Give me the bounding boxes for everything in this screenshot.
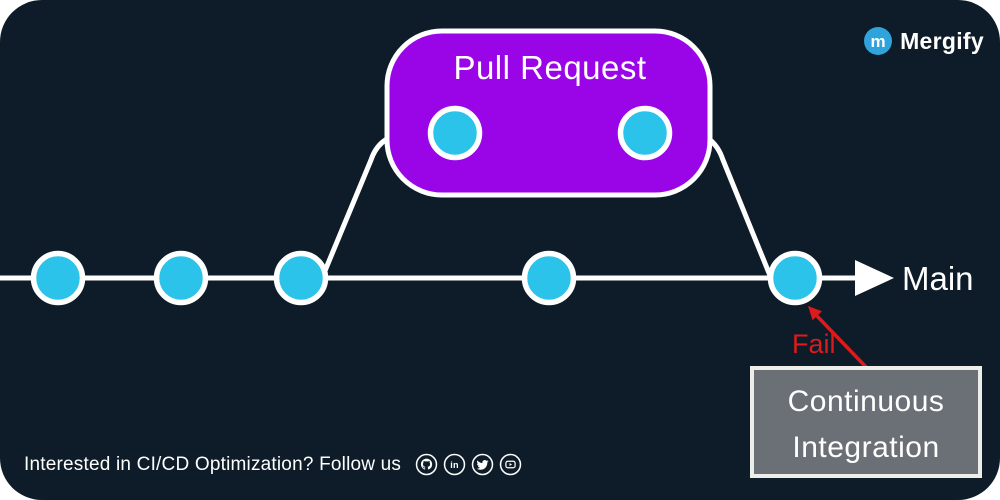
brand-name: Mergify [900,27,984,54]
fail-label: Fail [792,329,836,359]
commit-node-pr-1 [427,105,483,161]
commit-node-main-4 [521,250,577,306]
commit-node-pr-2 [617,105,673,161]
twitter-icon[interactable] [471,453,494,476]
mergify-logo-icon: m [864,27,893,55]
commit-node-main-2 [153,250,209,306]
brand-logo: m Mergify [864,27,984,55]
main-branch-arrowhead-icon [855,260,894,296]
svg-text:in: in [450,460,458,470]
footer: Interested in CI/CD Optimization? Follow… [24,453,522,476]
linkedin-icon[interactable]: in [443,453,466,476]
footer-text: Interested in CI/CD Optimization? Follow… [24,453,402,475]
pull-request-label: Pull Request [453,49,646,86]
commit-node-main-5 [767,250,823,306]
github-icon[interactable] [415,453,438,476]
continuous-integration-box [750,366,982,478]
fail-arrowhead-icon [808,306,822,321]
youtube-icon[interactable] [499,453,522,476]
ci-box-label-line1: Continuous [788,385,945,418]
fail-arrow-line [815,314,868,369]
commit-node-main-1 [30,250,86,306]
social-icons: in [415,453,522,476]
main-branch-label: Main [902,260,974,297]
ci-box-label-line2: Integration [792,431,939,464]
commit-node-main-3 [273,250,329,306]
